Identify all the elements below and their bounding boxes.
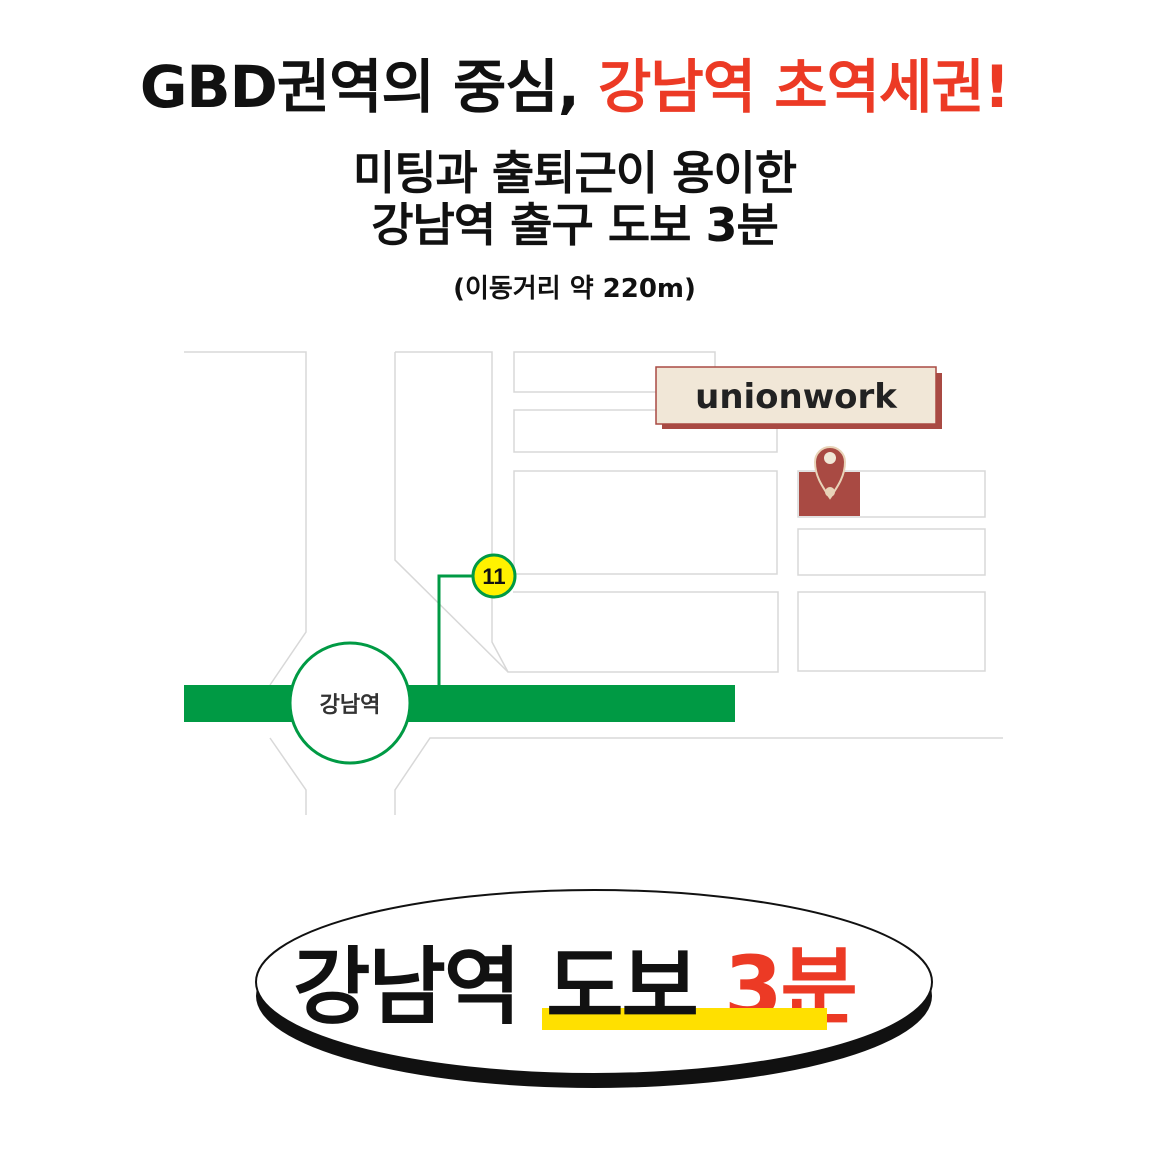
road-lower-center — [394, 737, 1003, 815]
walk-station: 강남역 — [293, 938, 521, 1036]
block-6 — [797, 591, 986, 672]
subheadline-line2: 강남역 출구 도보 3분 — [371, 198, 779, 252]
exit-number: 11 — [482, 564, 505, 589]
walk-time-text: 강남역 도보 3분 — [0, 920, 1149, 1041]
station-label: 강남역 — [320, 693, 381, 718]
station-marker: 강남역 — [288, 641, 412, 765]
subway-line — [184, 685, 735, 722]
exit-path — [437, 574, 476, 686]
block-4 — [797, 470, 986, 518]
distance-note: (이동거리 약 220m) — [453, 274, 696, 304]
road-block-left — [184, 351, 307, 686]
brand-name: unionwork — [695, 377, 898, 417]
street-outlines — [184, 351, 1003, 815]
map-pin-icon — [813, 446, 847, 500]
headline-prefix: GBD권역의 중심, — [139, 53, 598, 121]
block-3 — [513, 470, 778, 575]
exit-badge: 11 — [471, 553, 517, 599]
walk-label: 도보 — [546, 938, 699, 1036]
subheadline-line1: 미팅과 출퇴근이 용이한 — [352, 146, 797, 200]
road-left-lower — [269, 737, 307, 815]
headline: GBD권역의 중심, 강남역 초역세권! — [0, 40, 1149, 124]
road-diagonal — [394, 352, 509, 673]
brand-label: unionwork — [655, 366, 942, 429]
block-2 — [513, 409, 778, 453]
block-5 — [797, 528, 986, 576]
headline-accent: 강남역 초역세권! — [598, 53, 1010, 121]
